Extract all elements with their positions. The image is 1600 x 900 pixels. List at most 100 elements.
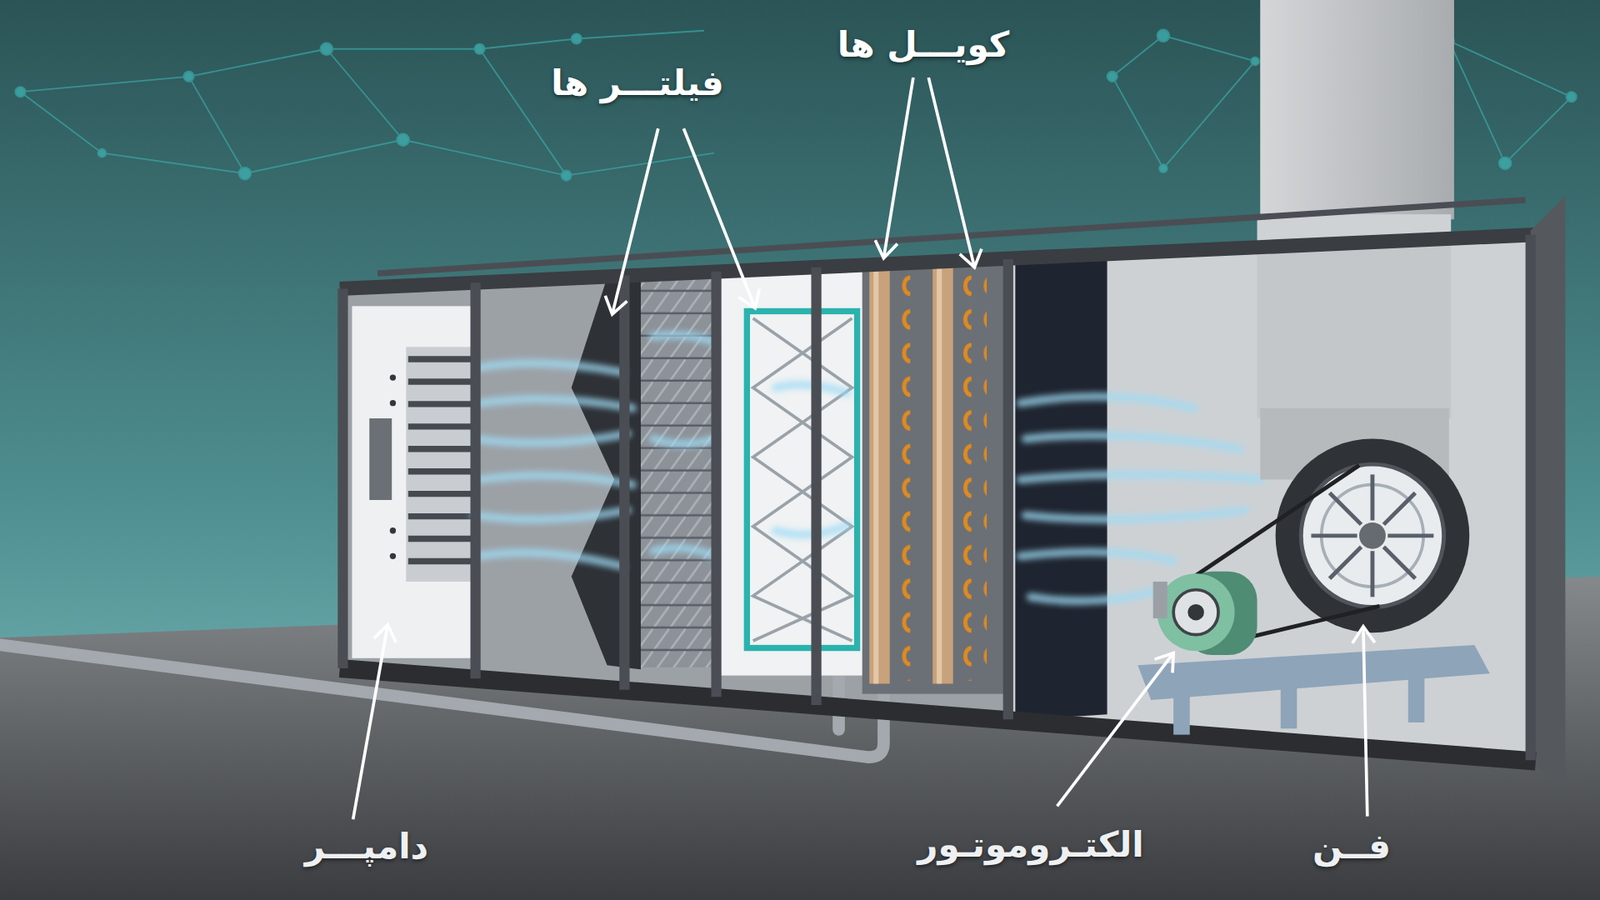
airflow bbox=[474, 335, 1260, 601]
unit-frame-part-part bbox=[619, 275, 630, 690]
fan-part-part bbox=[1310, 533, 1357, 538]
fan-part bbox=[1275, 439, 1470, 634]
panel-filter-part bbox=[753, 318, 853, 641]
eliminator-panel-part bbox=[1015, 253, 1107, 721]
part-label: فــن bbox=[1312, 825, 1391, 868]
leader-lines-part bbox=[353, 624, 389, 820]
damper-part-part bbox=[390, 400, 396, 406]
airflow-part bbox=[1020, 396, 1194, 409]
unit-frame-part-part bbox=[470, 282, 480, 679]
damper-part-part bbox=[390, 527, 396, 534]
part-label: دامپـــر bbox=[305, 825, 429, 868]
network-pattern-part bbox=[183, 71, 194, 82]
airflow-part bbox=[653, 335, 715, 342]
damper-part-part bbox=[408, 490, 480, 497]
fan-part-part bbox=[1383, 546, 1415, 579]
unit-frame-part-part bbox=[337, 289, 348, 670]
bag-filter-part bbox=[571, 275, 641, 670]
unit-frame-part-part bbox=[810, 267, 821, 705]
eliminator-panel bbox=[1015, 253, 1107, 721]
network-pattern-part bbox=[571, 33, 582, 44]
damper-part-part bbox=[408, 423, 480, 430]
fan-part bbox=[1310, 474, 1434, 597]
coils-part bbox=[869, 263, 890, 684]
airflow-part bbox=[1030, 591, 1154, 601]
airflow-part bbox=[1025, 510, 1245, 520]
electromotor bbox=[1153, 571, 1258, 655]
base-rails-part bbox=[1137, 645, 1490, 700]
electromotor-part bbox=[1187, 604, 1205, 621]
bag-filter bbox=[571, 275, 717, 670]
base-rails bbox=[1137, 645, 1490, 735]
unit-frame-part bbox=[1530, 195, 1566, 788]
leader-lines-part bbox=[683, 128, 755, 309]
unit-frame-part bbox=[342, 235, 1530, 761]
fan-part-part bbox=[1330, 546, 1362, 579]
panel-filter bbox=[718, 271, 864, 676]
network-pattern-part bbox=[239, 167, 252, 180]
airflow-part bbox=[1025, 435, 1240, 449]
fan-part bbox=[1300, 464, 1444, 607]
airflow-part bbox=[474, 510, 628, 520]
network-pattern-part bbox=[474, 44, 485, 55]
panel-filter-part bbox=[718, 271, 864, 676]
base-rails-part bbox=[1173, 694, 1190, 735]
damper bbox=[351, 305, 480, 658]
airflow-part bbox=[480, 475, 634, 485]
bag-filter-part bbox=[640, 277, 717, 668]
leader-lines-part bbox=[1363, 626, 1368, 817]
part-label: فیلتـــر ها bbox=[550, 62, 725, 105]
network-pattern-part bbox=[1159, 164, 1168, 173]
damper-part-part bbox=[408, 535, 480, 542]
damper-part-part bbox=[408, 468, 480, 475]
coils-part bbox=[862, 260, 1005, 694]
damper-part-part bbox=[390, 553, 396, 560]
leader-lines-part bbox=[928, 77, 975, 268]
fan-part-part bbox=[1330, 492, 1362, 525]
network-pattern-part bbox=[98, 149, 107, 158]
part-label: کویـــل ها bbox=[837, 24, 1010, 66]
part-label: الکتـروموتـور bbox=[917, 824, 1144, 866]
airflow-part bbox=[480, 552, 623, 566]
network-pattern-part bbox=[1250, 57, 1260, 66]
coils-part bbox=[890, 267, 922, 681]
electromotor-part bbox=[1153, 581, 1168, 619]
base-rails-part bbox=[1408, 677, 1425, 723]
electromotor-part bbox=[1157, 573, 1235, 651]
damper-part bbox=[390, 374, 396, 560]
damper-part-part bbox=[408, 558, 480, 565]
unit-frame-part-part bbox=[1525, 235, 1536, 761]
fan-part-part bbox=[1383, 492, 1415, 525]
network-pattern-part bbox=[560, 170, 571, 180]
unit-interior-part bbox=[1257, 236, 1452, 419]
damper-part-part bbox=[408, 355, 480, 362]
coils-part bbox=[873, 263, 879, 684]
airflow-part bbox=[480, 363, 623, 373]
panel-filter-part bbox=[746, 310, 857, 648]
fan-part bbox=[1359, 522, 1386, 550]
airflow-part bbox=[474, 433, 628, 443]
bag-filter-part bbox=[640, 277, 717, 668]
airflow-part bbox=[653, 547, 715, 556]
damper-part-part bbox=[408, 400, 480, 407]
airflow-part bbox=[653, 439, 715, 445]
airflow-part bbox=[480, 399, 634, 409]
base-rails-part bbox=[1280, 685, 1298, 729]
damper-part bbox=[408, 359, 480, 561]
unit-frame-part-part bbox=[1003, 259, 1014, 720]
network-pattern-part bbox=[1157, 30, 1170, 43]
damper-part-part bbox=[408, 513, 480, 520]
belt-part bbox=[1195, 465, 1360, 575]
leader-lines-part bbox=[883, 77, 914, 259]
leader-lines-part bbox=[1057, 653, 1175, 807]
coils-part bbox=[936, 263, 942, 684]
network-pattern-part bbox=[320, 42, 333, 55]
network-pattern-part bbox=[396, 133, 410, 146]
network-pattern-part bbox=[1107, 71, 1118, 82]
electromotor-part bbox=[1173, 590, 1219, 635]
damper-part-part bbox=[408, 445, 480, 452]
